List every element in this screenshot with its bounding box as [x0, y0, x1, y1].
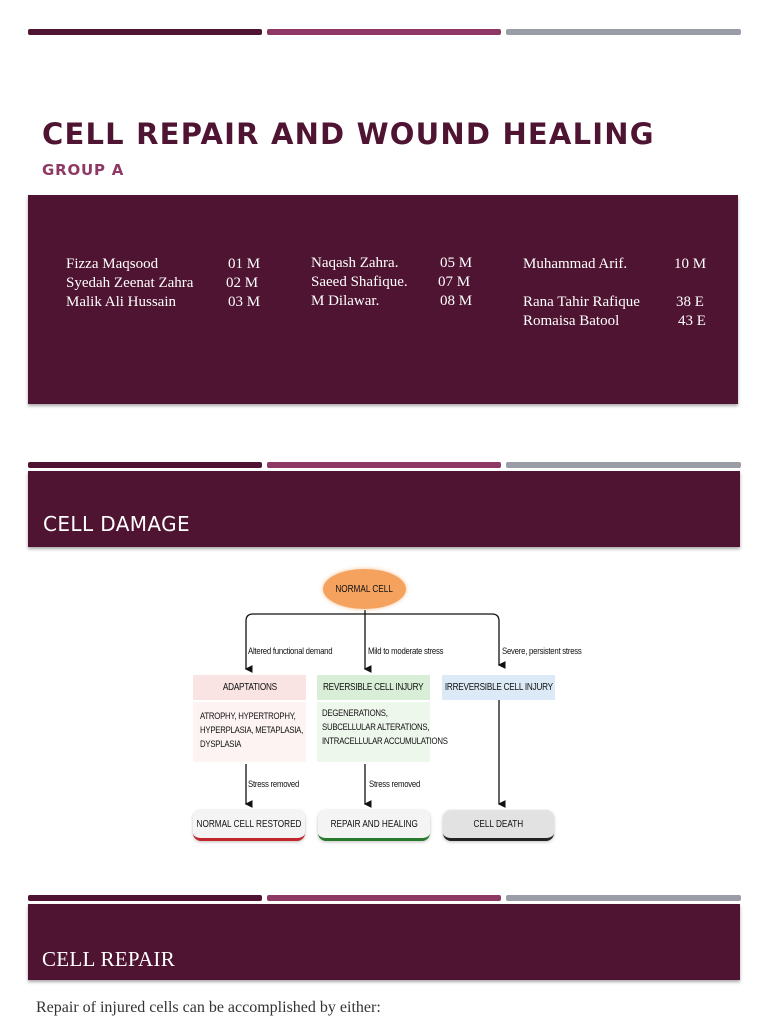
- accent-stripe-1: [28, 29, 262, 35]
- member-roll: 43 E: [678, 313, 706, 329]
- cell-repair-header: CELL REPAIR: [28, 904, 740, 980]
- cell-injury-diagram: NORMAL CELL Altered functional demand Mi…: [182, 566, 582, 862]
- stress-removed-label: Stress removed: [369, 779, 421, 790]
- accent-stripe-2: [267, 462, 501, 468]
- member-roll: 08 M: [440, 293, 473, 309]
- member-roll: 07 M: [438, 274, 471, 290]
- member-roll: 02 M: [226, 275, 259, 291]
- group-subtitle: GROUP A: [42, 161, 125, 179]
- member-name: Rana Tahir Rafique: [523, 294, 640, 310]
- member-roll: 03 M: [228, 294, 261, 310]
- branch-label: Altered functional demand: [248, 646, 333, 657]
- adaptations-box: ADAPTATIONS: [193, 675, 306, 700]
- member-name: Romaisa Batool: [523, 313, 620, 329]
- member-name: Saeed Shafique.: [311, 274, 408, 290]
- reversible-injury-box: REVERSIBLE CELL INJURY: [317, 675, 430, 700]
- reversible-details: DEGENERATIONS, SUBCELLULAR ALTERATIONS, …: [317, 702, 448, 762]
- cell-damage-header: CELL DAMAGE: [28, 471, 740, 547]
- member-name: Naqash Zahra.: [311, 255, 399, 271]
- section-heading: CELL REPAIR: [42, 947, 176, 971]
- normal-cell-node: NORMAL CELL: [323, 569, 406, 609]
- member-name: Fizza Maqsood: [66, 256, 159, 272]
- members-panel: Fizza Maqsood 01 M Syedah Zeenat Zahra 0…: [28, 195, 738, 404]
- body-paragraph: Repair of injured cells can be accomplis…: [36, 999, 381, 1016]
- accent-stripe-2: [267, 29, 501, 35]
- accent-stripe-1: [28, 895, 262, 901]
- member-name: Muhammad Arif.: [523, 256, 628, 272]
- irreversible-injury-box: IRREVERSIBLE CELL INJURY: [442, 675, 555, 700]
- repair-and-healing: REPAIR AND HEALING: [318, 810, 430, 841]
- adaptations-details: ATROPHY, HYPERTROPHY, HYPERPLASIA, METAP…: [193, 702, 306, 762]
- accent-stripe-3: [506, 462, 741, 468]
- member-name: Syedah Zeenat Zahra: [66, 275, 194, 291]
- section-heading: CELL DAMAGE: [43, 512, 191, 536]
- accent-stripe-3: [506, 29, 741, 35]
- member-roll: 05 M: [440, 255, 473, 271]
- normal-cell-restored: NORMAL CELL RESTORED: [193, 810, 305, 841]
- member-roll: 01 M: [228, 256, 261, 272]
- branch-label: Severe, persistent stress: [502, 646, 582, 657]
- accent-stripe-1: [28, 462, 262, 468]
- member-name: Malik Ali Hussain: [66, 294, 177, 310]
- stress-removed-label: Stress removed: [248, 779, 300, 790]
- member-roll: 10 M: [674, 256, 707, 272]
- cell-death: CELL DEATH: [443, 810, 554, 841]
- branch-label: Mild to moderate stress: [368, 646, 444, 657]
- member-name: M Dilawar.: [311, 293, 380, 309]
- page-title: CELL REPAIR AND WOUND HEALING: [42, 117, 655, 151]
- accent-stripe-3: [506, 895, 741, 901]
- accent-stripe-2: [267, 895, 501, 901]
- diagram-connectors: [244, 610, 506, 808]
- member-roll: 38 E: [676, 294, 704, 310]
